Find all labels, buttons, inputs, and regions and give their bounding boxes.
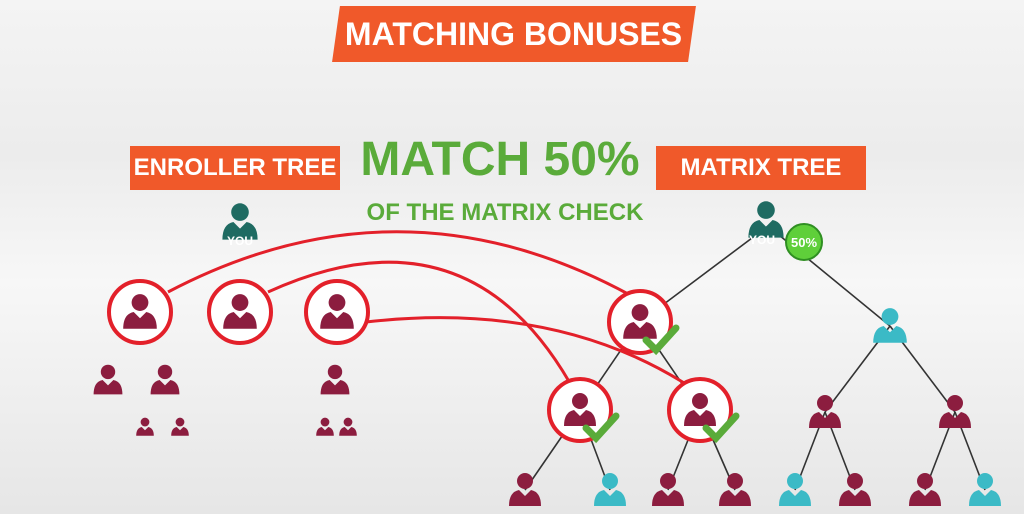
person-icon xyxy=(316,417,334,436)
person-icon xyxy=(223,294,257,329)
person-icon xyxy=(123,294,157,329)
match-arc xyxy=(167,230,631,297)
person-icon xyxy=(150,364,180,395)
person-icon xyxy=(171,417,189,436)
person-icon xyxy=(779,473,811,506)
match-arc xyxy=(365,316,696,392)
you-label: YOU xyxy=(227,234,253,248)
checkmark-icon xyxy=(582,412,620,444)
percent-badge-text: 50% xyxy=(791,235,817,250)
person-icon xyxy=(509,473,541,506)
person-icon xyxy=(939,395,971,428)
you-person-icon xyxy=(222,203,258,240)
highlight-ring xyxy=(107,279,173,345)
person-icon xyxy=(623,304,657,339)
match-arc xyxy=(267,260,577,393)
person-icon xyxy=(320,364,350,395)
matrix-tree-label: MATRIX TREE xyxy=(656,146,866,190)
person-icon xyxy=(320,294,354,329)
person-icon xyxy=(594,473,626,506)
person-icon xyxy=(969,473,1001,506)
person-icon xyxy=(652,473,684,506)
person-icon xyxy=(909,473,941,506)
you-person-icon xyxy=(748,201,784,238)
highlight-ring xyxy=(207,279,273,345)
person-icon xyxy=(873,308,907,343)
percent-badge xyxy=(785,223,823,261)
subheadline: OF THE MATRIX CHECK xyxy=(366,199,644,226)
person-icon xyxy=(93,364,123,395)
checkmark-icon xyxy=(702,412,740,444)
headline: MATCH 50% xyxy=(360,133,640,186)
checkmark-icon xyxy=(642,324,680,356)
person-icon xyxy=(564,393,596,426)
person-icon xyxy=(809,395,841,428)
person-icon xyxy=(339,417,357,436)
highlight-ring xyxy=(304,279,370,345)
person-icon xyxy=(839,473,871,506)
person-icon xyxy=(684,393,716,426)
you-label: YOU xyxy=(749,233,775,247)
person-icon xyxy=(719,473,751,506)
person-icon xyxy=(136,417,154,436)
enroller-tree-label: ENROLLER TREE xyxy=(130,146,340,190)
